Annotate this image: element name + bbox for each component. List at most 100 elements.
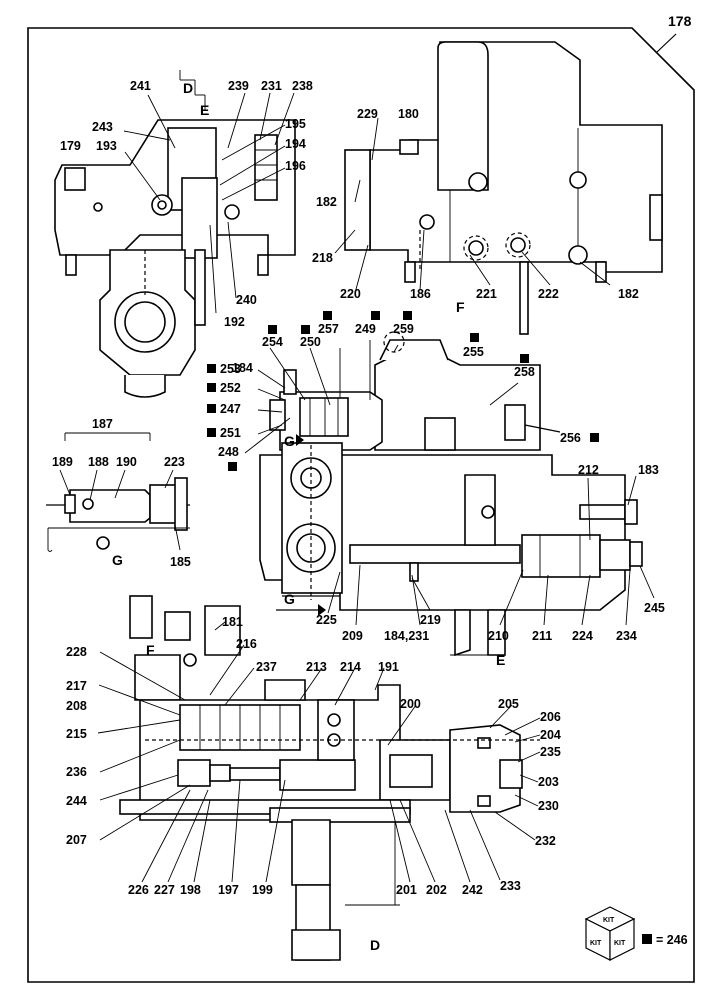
part-label: 203: [538, 775, 559, 789]
kit-marker: [268, 325, 277, 334]
part-label: 236: [66, 765, 87, 779]
part-label: 247: [220, 402, 241, 416]
part-label: 220: [340, 287, 361, 301]
kit-marker: [520, 354, 529, 363]
part-label: 213: [306, 660, 327, 674]
part-label: 185: [170, 555, 191, 569]
part-label: 238: [292, 79, 313, 93]
part-label: 188: [88, 455, 109, 469]
part-label: 209: [342, 629, 363, 643]
view-letter-d-top: D: [183, 80, 193, 96]
part-label: 204: [540, 728, 561, 742]
kit-marker: [207, 383, 216, 392]
kit-marker: [207, 404, 216, 413]
section-arrow-g-bottom: [318, 604, 326, 616]
kit-cube-text-left: KIT: [590, 940, 602, 947]
part-label: 187: [92, 417, 113, 431]
part-label: 233: [500, 879, 521, 893]
part-label: 198: [180, 883, 201, 897]
part-label: 179: [60, 139, 81, 153]
section-arrow-g-mid: [296, 434, 304, 446]
view-letter-f-bottom: F: [146, 642, 155, 658]
part-label: 181: [222, 615, 243, 629]
view-top-right-regulator: [344, 41, 663, 335]
part-label: 249: [355, 322, 376, 336]
view-letter-d-bottom: D: [370, 937, 380, 953]
part-label: 192: [224, 315, 245, 329]
part-label: 202: [426, 883, 447, 897]
part-label: 227: [154, 883, 175, 897]
part-label: 221: [476, 287, 497, 301]
kit-marker: [207, 364, 216, 373]
part-label: 182: [618, 287, 639, 301]
view-detail-g: [46, 432, 190, 552]
part-label: 234: [616, 629, 637, 643]
part-label: 242: [462, 883, 483, 897]
view-bottom-pump-section: [119, 595, 540, 961]
part-labels: 241 239 231 238 243 195 179 193 194 196 …: [52, 79, 665, 897]
part-label: 230: [538, 799, 559, 813]
part-label: 183: [638, 463, 659, 477]
part-label: 257: [318, 322, 339, 336]
part-label: 205: [498, 697, 519, 711]
part-label: 201: [396, 883, 417, 897]
kit-legend-equals: = 246: [656, 933, 688, 947]
part-label: 226: [128, 883, 149, 897]
part-label: 224: [572, 629, 593, 643]
part-label: 215: [66, 727, 87, 741]
part-label: 184,231: [384, 629, 429, 643]
part-label: 251: [220, 426, 241, 440]
kit-marker: [470, 333, 479, 342]
part-label: 186: [410, 287, 431, 301]
part-label: 228: [66, 645, 87, 659]
part-label: 256: [560, 431, 581, 445]
part-label: 229: [357, 107, 378, 121]
part-label: 182: [316, 195, 337, 209]
kit-marker: [323, 311, 332, 320]
part-label: 208: [66, 699, 87, 713]
part-label: 239: [228, 79, 249, 93]
part-label: 199: [252, 883, 273, 897]
part-label: 223: [164, 455, 185, 469]
part-label: 219: [420, 613, 441, 627]
kit-marker: [371, 311, 380, 320]
view-letter-e-top: E: [200, 102, 209, 118]
part-label: 218: [312, 251, 333, 265]
part-label: 195: [285, 117, 306, 131]
kit-cube-text-top: KIT: [603, 917, 615, 924]
part-label: 250: [300, 335, 321, 349]
part-label: 184: [232, 361, 253, 375]
part-label: 222: [538, 287, 559, 301]
part-label: 197: [218, 883, 239, 897]
part-label: 231: [261, 79, 282, 93]
part-label: 196: [285, 159, 306, 173]
part-label: 214: [340, 660, 361, 674]
part-label: 245: [644, 601, 665, 615]
kit-marker: [228, 462, 237, 471]
part-label: 200: [400, 697, 421, 711]
kit-marker: [590, 433, 599, 442]
kit-marker: [207, 428, 216, 437]
kit-marker-legend: [642, 934, 652, 944]
view-top-left-pump-body: [54, 70, 296, 398]
part-label: 211: [532, 629, 552, 643]
view-middle-regulator-assembly: [259, 331, 643, 657]
part-label: 241: [130, 79, 151, 93]
part-label: 207: [66, 833, 87, 847]
part-label: 240: [236, 293, 257, 307]
part-label: 244: [66, 794, 87, 808]
part-label: 259: [393, 322, 414, 336]
part-label: 237: [256, 660, 277, 674]
part-label: 258: [514, 365, 535, 379]
part-label: 180: [398, 107, 419, 121]
part-label: 254: [262, 335, 283, 349]
part-label: 217: [66, 679, 87, 693]
part-label: 216: [236, 637, 257, 651]
view-letter-f-top: F: [456, 299, 465, 315]
part-label: 189: [52, 455, 73, 469]
kit-cube-icon: KIT KIT KIT: [584, 906, 636, 961]
part-label: 191: [378, 660, 399, 674]
part-label: 210: [488, 629, 509, 643]
part-label: 232: [535, 834, 556, 848]
